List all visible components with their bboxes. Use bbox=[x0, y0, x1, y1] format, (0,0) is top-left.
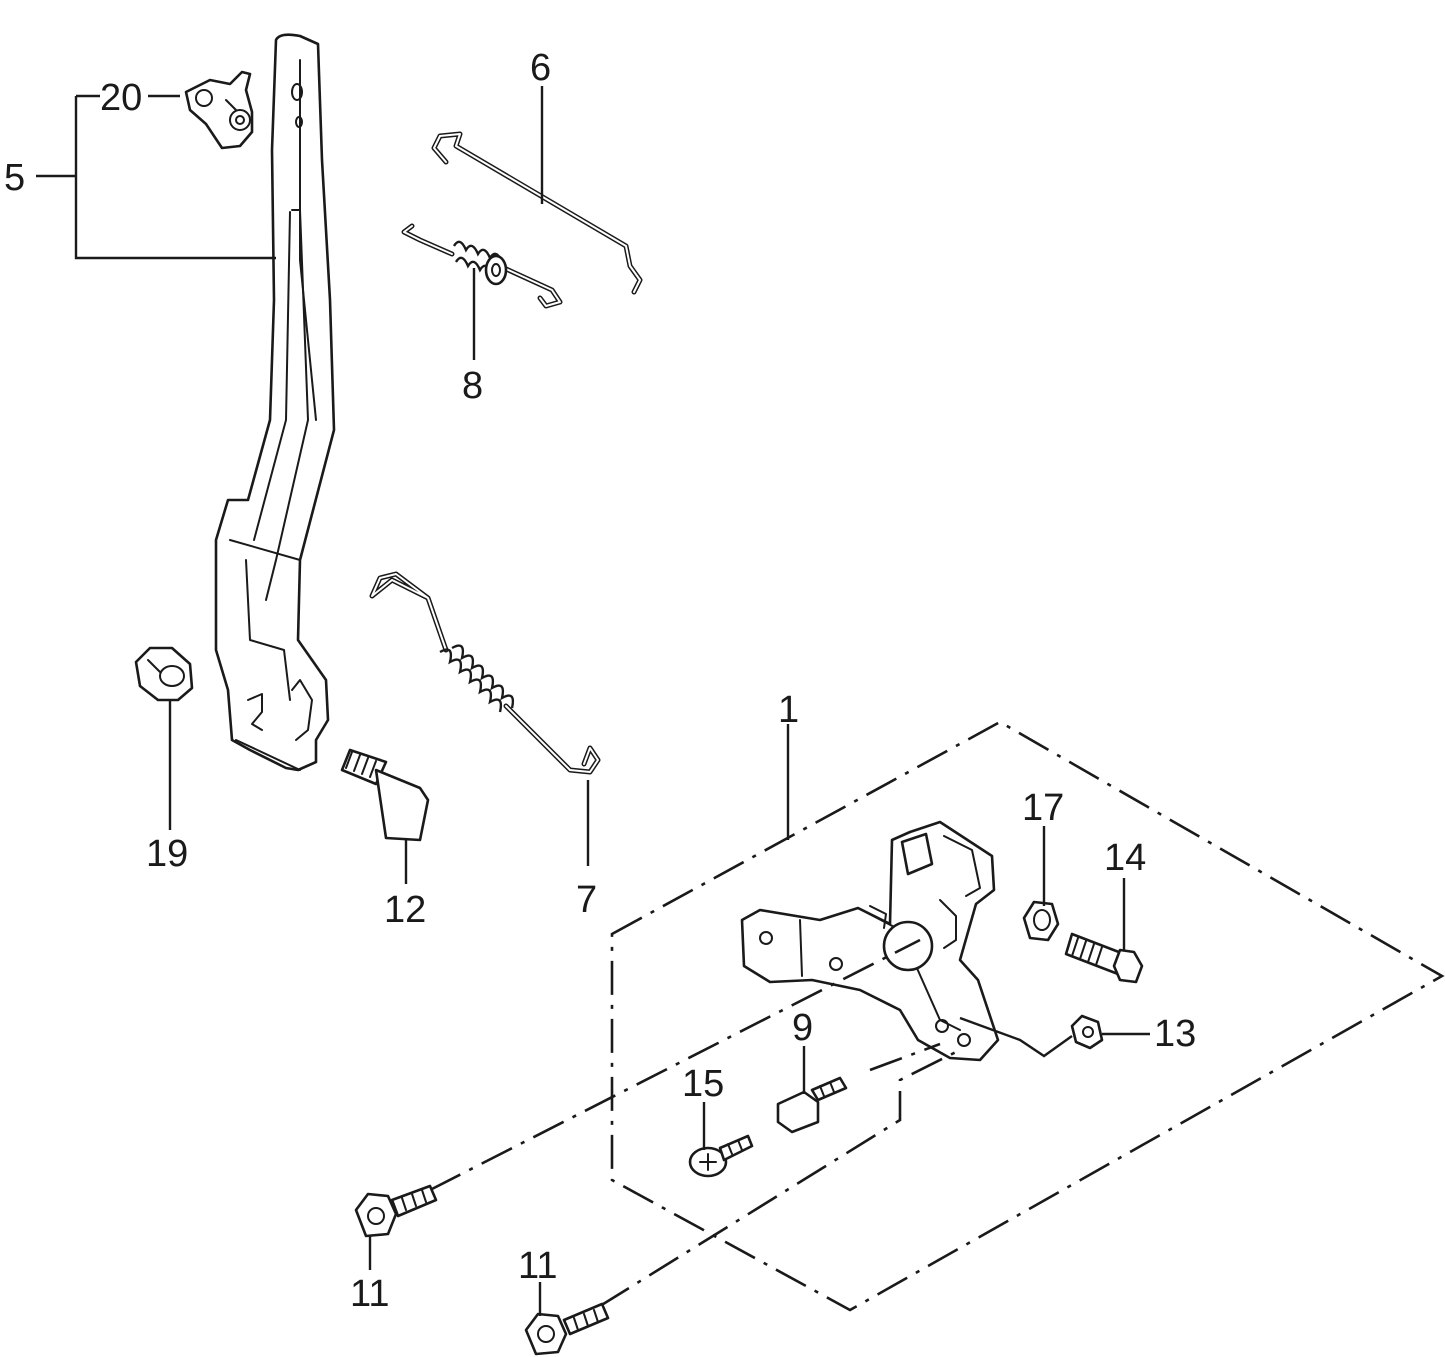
callout-5: 5 bbox=[4, 157, 25, 199]
part-14-bolt bbox=[1064, 932, 1144, 984]
part-15-screw bbox=[688, 1134, 754, 1178]
callout-6: 6 bbox=[530, 47, 551, 89]
leader-13 bbox=[959, 1016, 1150, 1058]
callout-19: 19 bbox=[146, 833, 188, 875]
part-19-nut bbox=[134, 646, 194, 702]
part-11-bolt-upper bbox=[354, 1184, 438, 1238]
callout-1: 1 bbox=[778, 689, 799, 731]
part-9-stud bbox=[776, 1076, 848, 1134]
callout-7: 7 bbox=[576, 879, 597, 921]
bolt-line-lower bbox=[599, 1048, 961, 1308]
callout-12: 12 bbox=[384, 889, 426, 931]
part-13-clip bbox=[1070, 1014, 1104, 1050]
bolt-line-mid bbox=[869, 1042, 941, 1072]
part-12-screw bbox=[340, 748, 430, 842]
callout-14: 14 bbox=[1104, 837, 1146, 879]
bolt-line-upper bbox=[429, 938, 921, 1192]
part-5-lever bbox=[214, 33, 336, 772]
part-20-clip bbox=[184, 70, 254, 150]
callout-11-lower: 11 bbox=[518, 1245, 557, 1287]
part-6-rod bbox=[431, 131, 643, 295]
callout-13: 13 bbox=[1154, 1013, 1196, 1055]
callout-8: 8 bbox=[462, 365, 483, 407]
part-1-bracket bbox=[740, 820, 1000, 1062]
part-7-spring bbox=[369, 571, 601, 775]
assembly-1-outline bbox=[610, 720, 1445, 1312]
callout-9: 9 bbox=[792, 1007, 813, 1049]
callout-17: 17 bbox=[1022, 787, 1064, 829]
part-8-spring bbox=[401, 223, 563, 309]
callout-15: 15 bbox=[682, 1063, 724, 1105]
part-17-nut bbox=[1022, 900, 1060, 942]
part-11-bolt-lower bbox=[524, 1302, 610, 1356]
callout-20: 20 bbox=[100, 77, 142, 119]
leader-5 bbox=[36, 94, 276, 260]
callout-11-upper: 11 bbox=[350, 1273, 389, 1315]
